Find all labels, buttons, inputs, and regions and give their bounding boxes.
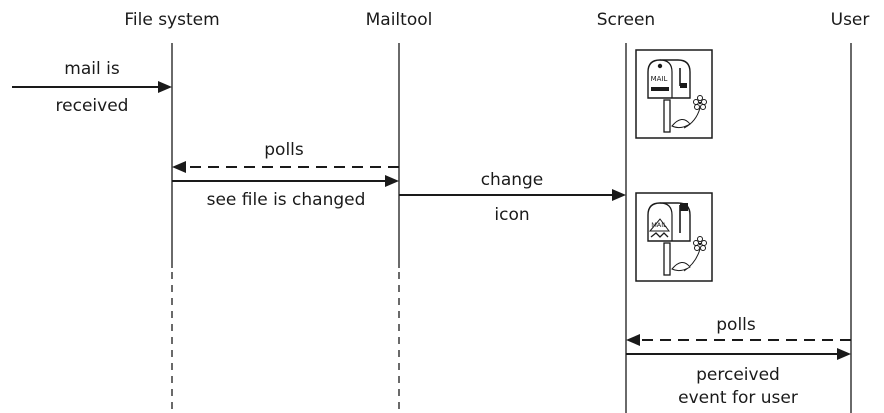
mailbox-open-text: MAIL [651,221,667,229]
participant-user: User [831,10,870,30]
mailbox-closed-text: MAIL [651,75,668,83]
mailbox-open-icon: MAIL [635,192,713,282]
message-change-icon-line2: icon [494,205,529,225]
arrowhead-polls-file-system [172,161,186,173]
arrowhead-perceived-event [837,348,851,360]
message-polls-file-system: polls [264,140,304,160]
mailbox-closed-icon: MAIL [635,49,713,139]
participant-mailtool: Mailtool [366,10,433,30]
arrowhead-change-icon [612,189,626,201]
message-polls-screen: polls [716,315,756,335]
message-mail-received-line2: received [56,96,129,116]
message-perceived-line1: perceived [696,365,780,385]
message-mail-received-line1: mail is [64,59,120,79]
arrowhead-see-file-changed [385,175,399,187]
message-perceived-line2: event for user [678,388,798,408]
message-see-file-changed: see file is changed [207,190,366,210]
message-change-icon-line1: change [481,170,544,190]
participant-file-system: File system [124,10,219,30]
arrowhead-polls-screen [626,334,640,346]
arrowhead-mail-received [158,81,172,93]
participant-screen: Screen [597,10,655,30]
